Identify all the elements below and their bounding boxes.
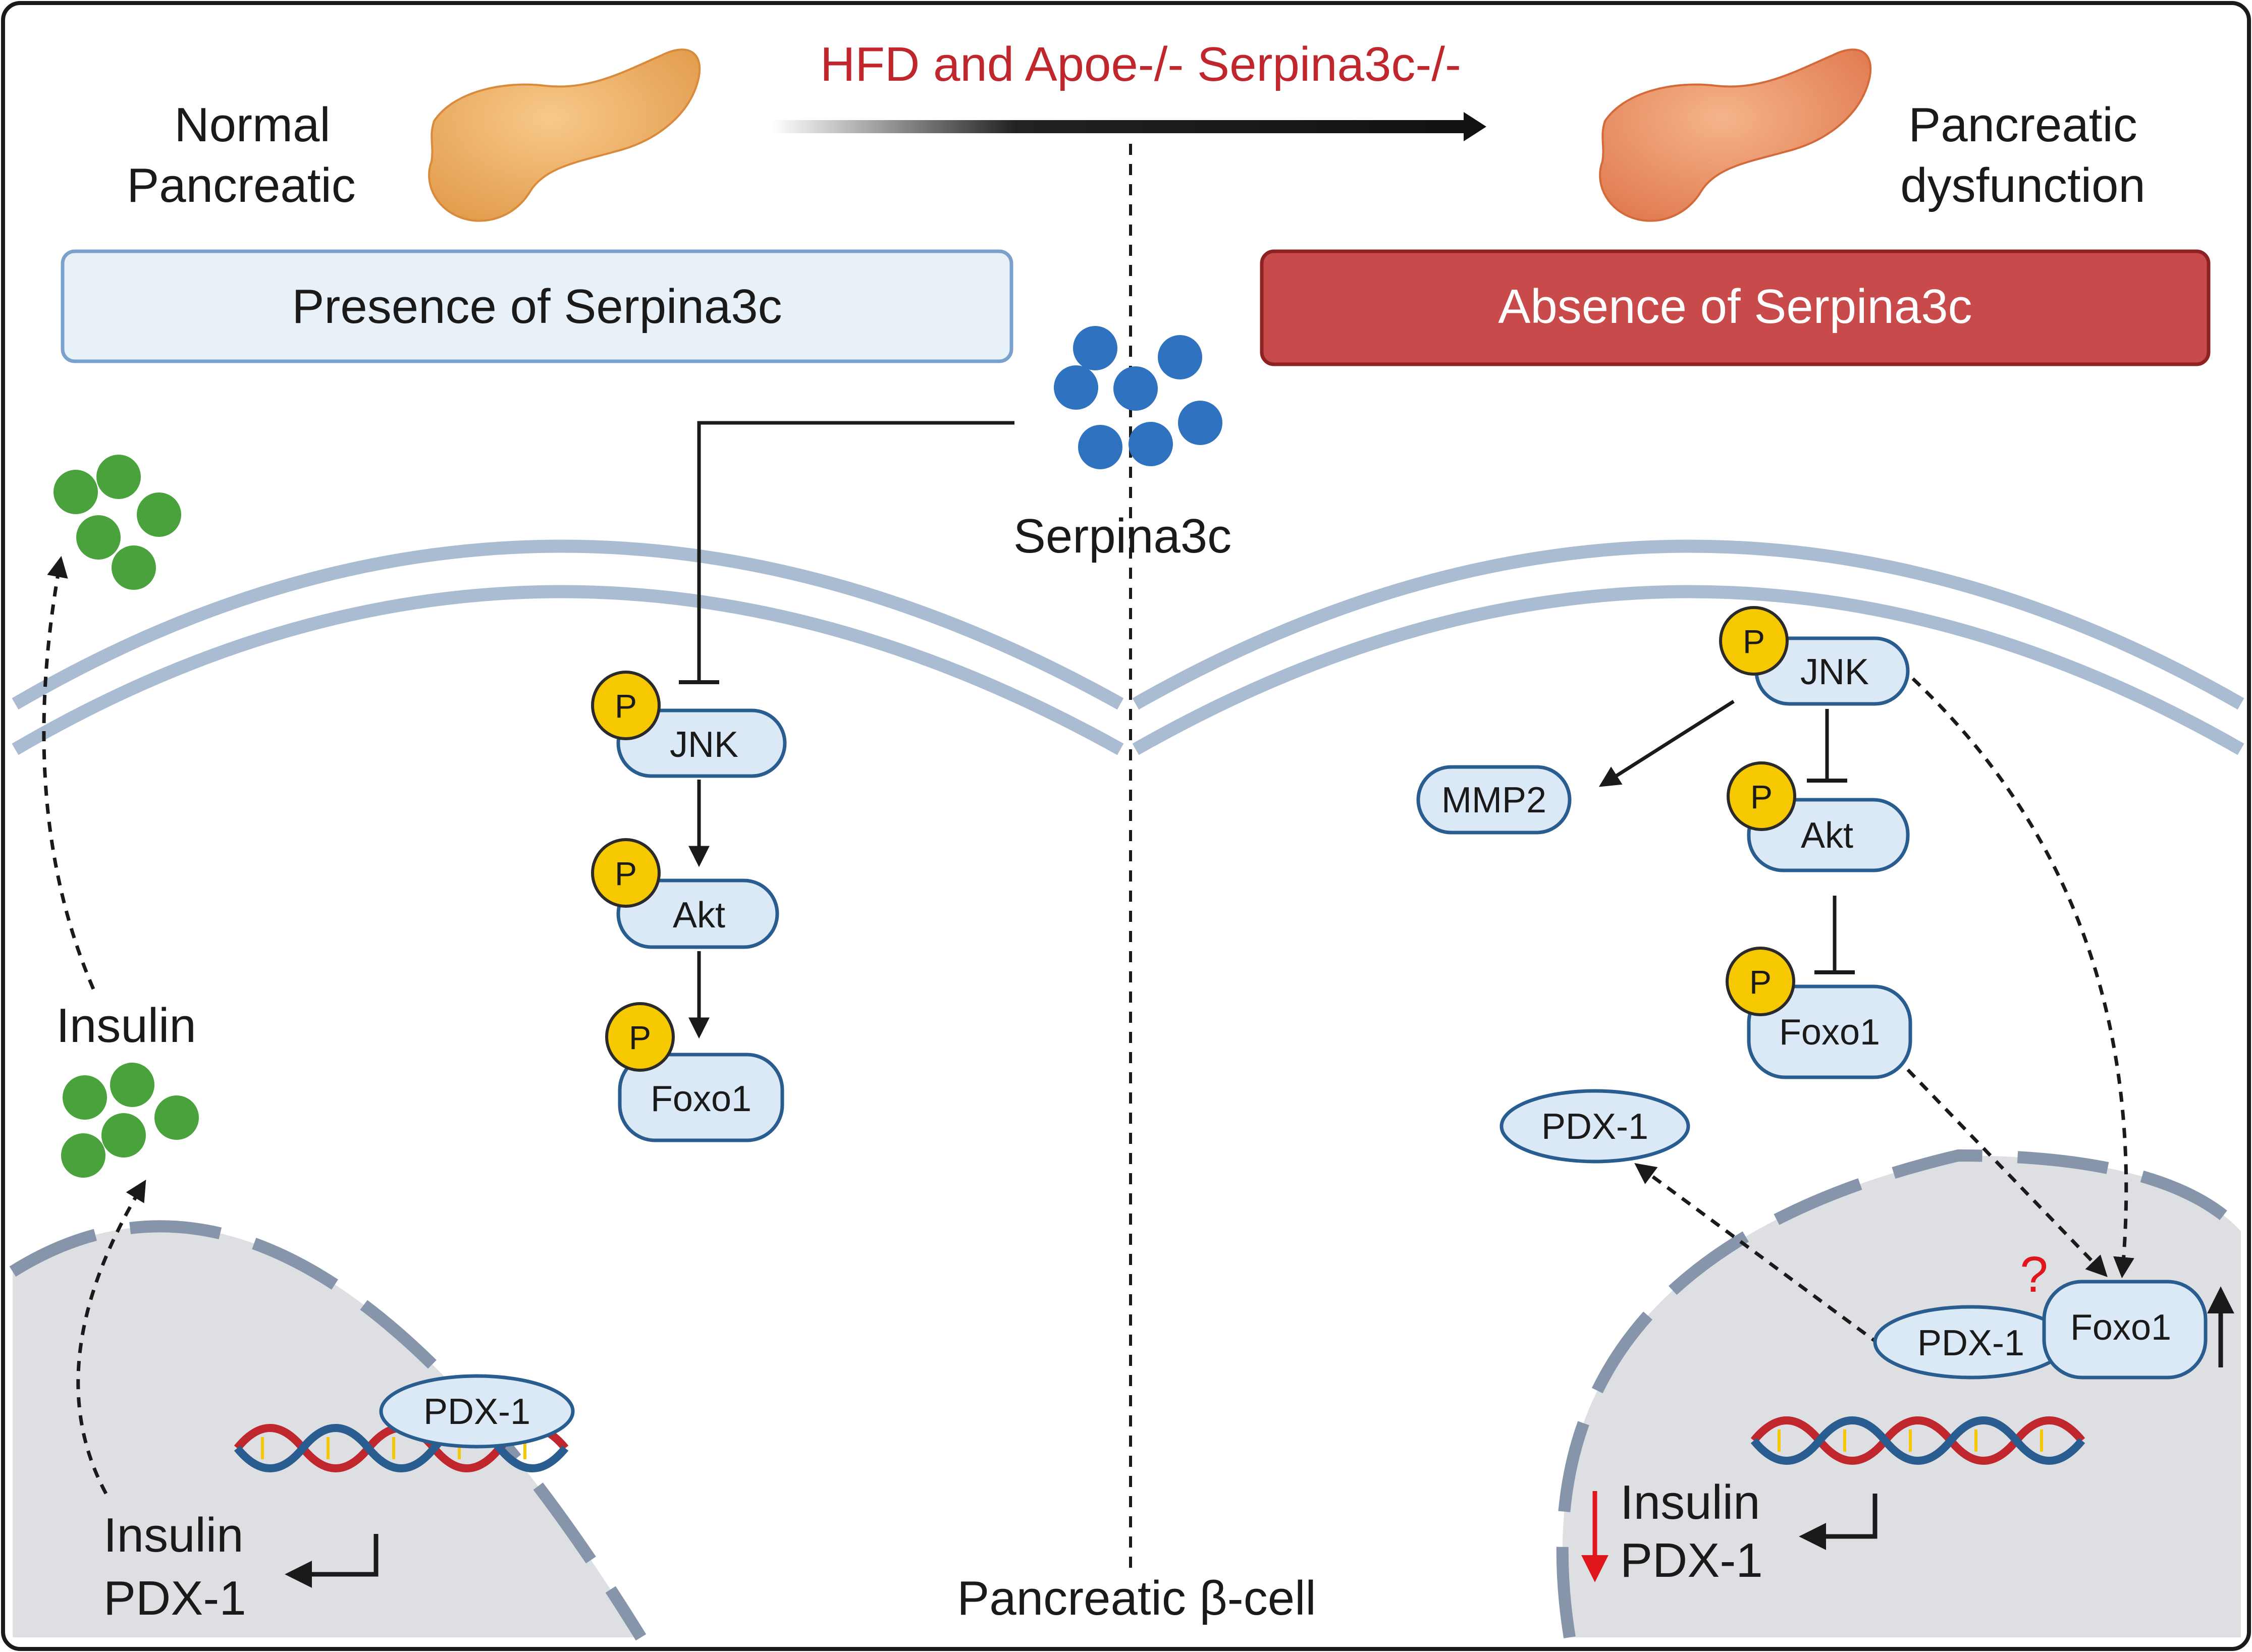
right-foxo1-nuclear: Foxo1 [2042, 1280, 2208, 1380]
right-jnk-label: JNK [1800, 652, 1869, 692]
serpina3c-label: Serpina3c [1013, 509, 1231, 563]
insulin-secretion-arrow [42, 556, 95, 990]
left-akt-phospho-icon: P [591, 838, 661, 908]
right-akt-phospho-label: P [1750, 778, 1773, 815]
right-foxo1-phospho-label: P [1749, 963, 1772, 1001]
left-gene-insulin: Insulin [103, 1508, 244, 1562]
right-pdx1-cytoplasmic: PDX-1 [1499, 1089, 1690, 1164]
left-akt-protein: Akt [616, 878, 779, 949]
cell-type-label: Pancreatic β-cell [957, 1571, 1316, 1625]
secreted-insulin-granules [53, 455, 181, 590]
pdx1-nuclear-export-arrow [1634, 1163, 1882, 1346]
left-pdx1-nuclear: PDX-1 [379, 1374, 575, 1449]
absence-banner: Absence of Serpina3c [1260, 249, 2211, 366]
interaction-question-mark: ? [2020, 1246, 2048, 1303]
pancreatic-dysfunction-line2: dysfunction [1900, 158, 2146, 212]
left-foxo1-label: Foxo1 [651, 1079, 752, 1119]
insulin-export-arrow [76, 1179, 146, 1495]
right-dna-icon [1750, 1416, 2085, 1465]
right-pdx1-nuc-label: PDX-1 [1917, 1323, 2024, 1363]
normal-pancreatic-line1: Normal [174, 98, 330, 152]
jnk-to-mmp2-arrow [1598, 700, 1735, 787]
absence-banner-label: Absence of Serpina3c [1498, 280, 1972, 334]
right-pdx1-nuclear: PDX-1 [1873, 1305, 2069, 1380]
right-jnk-phospho-label: P [1743, 623, 1765, 660]
serpina3c-molecules [1054, 326, 1222, 469]
right-pdx1-cyto-label: PDX-1 [1541, 1107, 1648, 1147]
insulin-granules [61, 1063, 199, 1178]
pancreas-normal-icon [428, 48, 701, 222]
left-gene-pdx1: PDX-1 [103, 1571, 246, 1625]
jnk-to-nuclear-foxo1-arrow [1911, 677, 2134, 1279]
right-jnk-phospho-icon: P [1719, 606, 1789, 676]
right-akt-label: Akt [1801, 815, 1853, 856]
right-foxo1-phospho-icon: P [1726, 947, 1795, 1016]
mmp2-protein: MMP2 [1416, 765, 1572, 835]
right-foxo1-protein: Foxo1 [1747, 984, 1912, 1079]
pancreatic-dysfunction-line1: Pancreatic [1908, 98, 2137, 152]
normal-pancreatic-line2: Pancreatic [127, 158, 356, 212]
mmp2-label: MMP2 [1441, 780, 1546, 820]
progression-arrow [772, 112, 1486, 141]
left-foxo1-phospho-icon: P [605, 1002, 675, 1072]
left-jnk-protein: JNK [616, 708, 787, 778]
pancreas-dysfunction-icon [1599, 48, 1872, 222]
right-transcription-arrow [1799, 1494, 1878, 1550]
right-foxo1-label: Foxo1 [1779, 1012, 1880, 1053]
left-jnk-phospho-icon: P [591, 671, 661, 740]
left-transcription-arrow [285, 1534, 379, 1588]
insulin-label: Insulin [56, 999, 196, 1053]
foxo1-nuclear-translocation-arrow [1906, 1068, 2108, 1278]
condition-label: HFD and Apoe-/- Serpina3c-/- [820, 37, 1461, 91]
left-akt-phospho-label: P [615, 855, 637, 892]
right-cell-membrane [1132, 539, 2244, 755]
left-jnk-label: JNK [670, 725, 738, 765]
presence-banner-label: Presence of Serpina3c [292, 280, 782, 334]
left-cell-membrane [12, 539, 1124, 755]
left-jnk-phospho-label: P [615, 687, 637, 725]
right-nucleus [1556, 1149, 2245, 1638]
right-akt-phospho-icon: P [1727, 761, 1796, 831]
presence-banner: Presence of Serpina3c [61, 249, 1013, 363]
left-pdx1-label: PDX-1 [423, 1392, 530, 1432]
right-gene-pdx1: PDX-1 [1620, 1533, 1763, 1587]
right-gene-insulin: Insulin [1620, 1475, 1760, 1529]
serpina3c-inhibits-jnk-line [697, 421, 1014, 681]
left-foxo1-phospho-label: P [629, 1019, 651, 1056]
right-foxo1-nuc-label: Foxo1 [2070, 1307, 2171, 1348]
left-foxo1-protein: Foxo1 [618, 1053, 784, 1142]
left-akt-label: Akt [673, 895, 725, 935]
